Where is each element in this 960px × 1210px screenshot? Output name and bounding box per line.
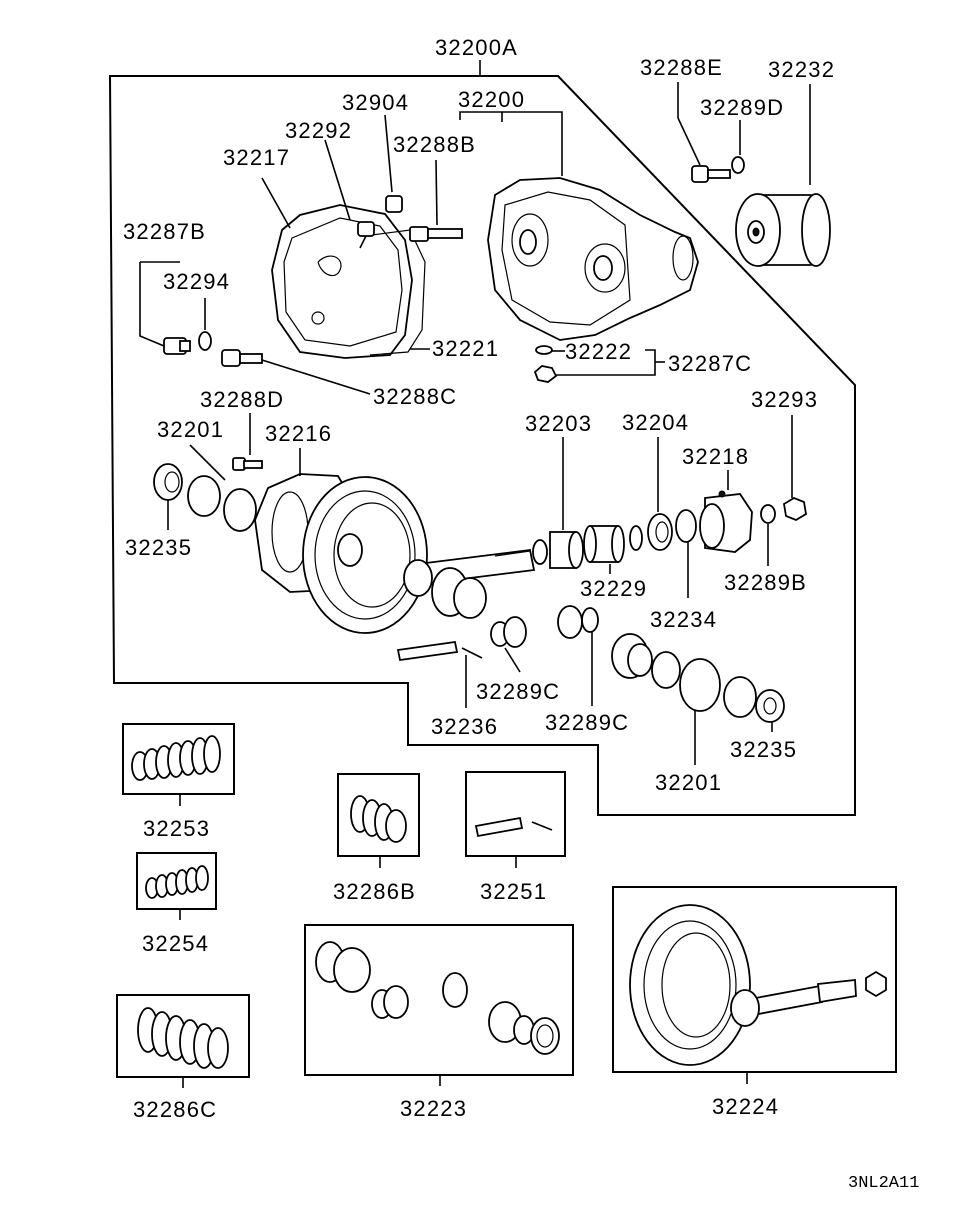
kit-box-32251 bbox=[465, 771, 566, 857]
diagram-code: 3NL2A11 bbox=[848, 1174, 919, 1193]
shim bbox=[629, 525, 643, 551]
label-32289D: 32289D bbox=[700, 95, 784, 120]
bearing-32203 bbox=[549, 531, 584, 569]
label-32224: 32224 bbox=[712, 1094, 779, 1119]
kit-box-32223 bbox=[304, 924, 574, 1076]
washer-32289D bbox=[731, 156, 745, 174]
label-32235-left: 32235 bbox=[125, 535, 192, 560]
bearing-32204 bbox=[647, 513, 673, 551]
bearing-32235-right bbox=[755, 689, 785, 723]
plug-32904 bbox=[385, 195, 403, 213]
drain-plug-32287B bbox=[163, 337, 191, 355]
washer-32294 bbox=[198, 331, 212, 351]
label-32201-left: 32201 bbox=[157, 417, 224, 442]
label-32221: 32221 bbox=[432, 336, 499, 361]
bolt-32288C bbox=[221, 349, 263, 367]
label-32288B: 32288B bbox=[393, 132, 476, 157]
leader-lines bbox=[139, 82, 811, 765]
bushing-32232 bbox=[735, 193, 831, 267]
bolt-32288D bbox=[232, 457, 263, 471]
washer-32289C-b bbox=[581, 607, 599, 633]
label-32253: 32253 bbox=[143, 816, 210, 841]
label-32287C: 32287C bbox=[668, 351, 752, 376]
bolt-32288E bbox=[691, 165, 731, 183]
label-32201-right: 32201 bbox=[655, 770, 722, 795]
label-32236: 32236 bbox=[431, 714, 498, 739]
spacer-shaft-1 bbox=[532, 539, 548, 565]
label-32289C-b: 32289C bbox=[545, 710, 629, 735]
ring-pinion-kit-32224 bbox=[629, 904, 887, 1066]
breather-32292 bbox=[357, 221, 375, 249]
shim-kit-32286C bbox=[137, 1007, 229, 1069]
side-gear-right bbox=[611, 633, 653, 679]
kit-box-32254 bbox=[136, 852, 217, 910]
kit-box-32224 bbox=[612, 886, 897, 1073]
label-32292: 32292 bbox=[285, 118, 352, 143]
label-32293: 32293 bbox=[751, 387, 818, 412]
washer-32222 bbox=[535, 345, 553, 355]
bearing-32235-left bbox=[153, 463, 183, 501]
pinion-gear-small bbox=[503, 616, 527, 648]
gear-kit-32223 bbox=[315, 941, 560, 1055]
shim-kit-32253 bbox=[131, 735, 221, 781]
bearing-32201-right bbox=[679, 658, 721, 712]
shim-kit-32254 bbox=[145, 865, 209, 899]
label-32287B: 32287B bbox=[123, 219, 206, 244]
label-32216: 32216 bbox=[265, 421, 332, 446]
rear-cover-32217 bbox=[271, 204, 413, 359]
label-32288D: 32288D bbox=[200, 387, 284, 412]
label-32235-right: 32235 bbox=[730, 737, 797, 762]
seal-32234 bbox=[675, 509, 697, 543]
label-32904: 32904 bbox=[342, 90, 409, 115]
gasket-32221 bbox=[369, 229, 426, 356]
label-32200A: 32200A bbox=[435, 35, 518, 60]
part-labels: 32200A 32200 32904 32292 32288B 32217 32… bbox=[123, 35, 919, 1193]
label-32289B: 32289B bbox=[724, 570, 807, 595]
race-32201-left bbox=[187, 475, 221, 517]
collapsible-spacer-32229 bbox=[583, 525, 625, 563]
label-32254: 32254 bbox=[142, 931, 209, 956]
label-32286B: 32286B bbox=[333, 879, 416, 904]
nut-32287C bbox=[533, 365, 558, 383]
pinion-gear-right bbox=[557, 605, 583, 639]
label-32288C: 32288C bbox=[373, 384, 457, 409]
bearing-outer-left bbox=[223, 488, 257, 532]
pin-kit-32251 bbox=[474, 816, 553, 838]
label-32234: 32234 bbox=[650, 607, 717, 632]
shim-kit-32286B bbox=[350, 795, 407, 843]
label-32218: 32218 bbox=[682, 444, 749, 469]
label-32251: 32251 bbox=[480, 879, 547, 904]
label-32200: 32200 bbox=[458, 87, 525, 112]
label-32232: 32232 bbox=[768, 57, 835, 82]
label-32204: 32204 bbox=[622, 410, 689, 435]
kit-box-32253 bbox=[122, 723, 235, 795]
washer-right-1 bbox=[651, 651, 681, 689]
label-32223: 32223 bbox=[400, 1096, 467, 1121]
pinion-gear-left bbox=[403, 559, 433, 597]
pinion-shaft-32236 bbox=[396, 640, 483, 662]
label-32217: 32217 bbox=[223, 145, 290, 170]
label-32222: 32222 bbox=[565, 339, 632, 364]
label-32288E: 32288E bbox=[640, 55, 723, 80]
kit-box-32286B bbox=[337, 773, 420, 857]
bolt-32288B bbox=[409, 226, 463, 242]
side-gear bbox=[431, 567, 487, 619]
main-assembly-outline bbox=[108, 75, 856, 816]
ring-gear bbox=[302, 476, 428, 634]
label-32289C-a: 32289C bbox=[476, 679, 560, 704]
nut-32293 bbox=[783, 496, 807, 522]
label-32286C: 32286C bbox=[133, 1097, 217, 1122]
label-32229: 32229 bbox=[580, 576, 647, 601]
label-32294: 32294 bbox=[163, 269, 230, 294]
race-right bbox=[723, 676, 757, 718]
washer-32289B bbox=[760, 504, 776, 524]
label-32203: 32203 bbox=[525, 411, 592, 436]
flange-32218 bbox=[699, 490, 753, 553]
carrier-housing-32200 bbox=[487, 177, 699, 341]
